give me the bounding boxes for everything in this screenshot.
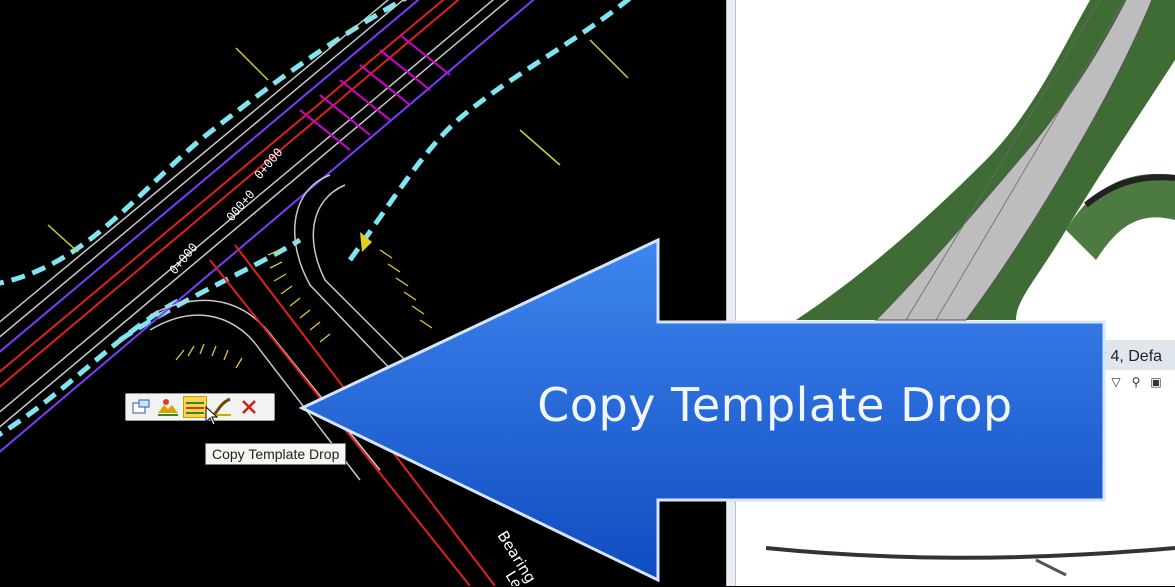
- delete-icon[interactable]: [237, 396, 261, 418]
- view-toolbar: ▽ ⚲ ▣: [1108, 374, 1164, 392]
- 3d-corridor-render: [765, 0, 1175, 577]
- camera-icon[interactable]: ▣: [1150, 375, 1162, 389]
- plan-drawing: 0+000 000+0 0+000 Bearing = Len: [0, 0, 632, 586]
- transition-icon[interactable]: [210, 396, 234, 418]
- walk-icon[interactable]: ⚲: [1131, 375, 1141, 389]
- station-label-1: 0+000: [167, 240, 201, 277]
- view-title: v 4, Defa: [1098, 348, 1163, 365]
- station-label-3: 0+000: [252, 145, 286, 182]
- copy-template-drop-icon[interactable]: [183, 396, 207, 418]
- template-toolbox: [125, 393, 275, 421]
- view-splitter[interactable]: [726, 0, 736, 586]
- template-properties-icon[interactable]: [129, 396, 153, 418]
- tool-tooltip: Copy Template Drop: [205, 443, 347, 465]
- callout-text: Copy Template Drop: [537, 378, 1013, 432]
- mouse-cursor-icon: [205, 405, 219, 430]
- callout-arrow: [298, 237, 1110, 587]
- template-drop-icon[interactable]: [156, 396, 180, 418]
- filter-icon[interactable]: ▽: [1111, 375, 1121, 389]
